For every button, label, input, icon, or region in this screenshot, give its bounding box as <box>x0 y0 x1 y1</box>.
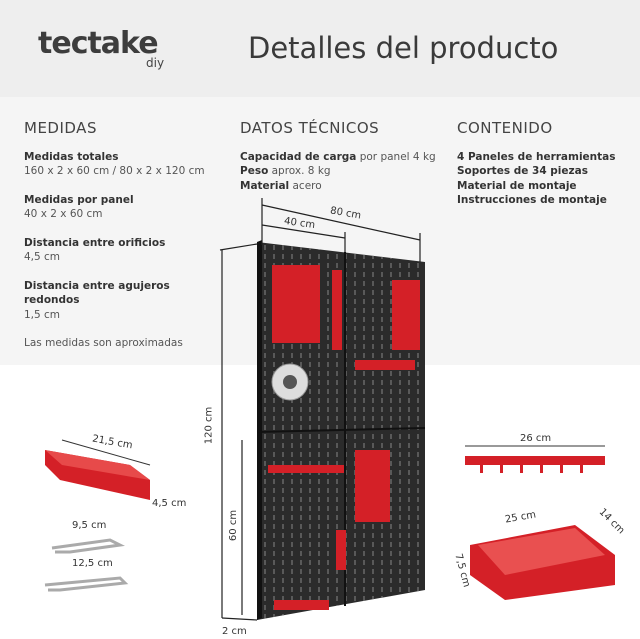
datos-section: DATOS TÉCNICOS Capacidad de carga por pa… <box>240 121 450 193</box>
list-item: Soportes de 34 piezas <box>457 165 588 177</box>
label: Medidas totales <box>24 150 119 163</box>
list-item: 4 Paneles de herramientas <box>457 150 616 163</box>
page-title: Detalles del producto <box>248 31 559 65</box>
list-item: Material de montaje <box>457 179 577 192</box>
brand-sub: diy <box>146 56 165 70</box>
dim-rail: 26 cm <box>520 433 552 444</box>
value: 1,5 cm <box>24 308 61 321</box>
medidas-heading: MEDIDAS <box>24 119 97 137</box>
label: Medidas por panel <box>24 193 134 206</box>
dim-depth: 2 cm <box>222 626 247 637</box>
medidas-section: MEDIDAS Medidas totales 160 x 2 x 60 cm /… <box>24 121 224 351</box>
value: acero <box>292 179 322 192</box>
value: aprox. 8 kg <box>271 165 331 177</box>
dim-hook1: 9,5 cm <box>72 520 107 531</box>
value: por panel 4 kg <box>359 150 436 163</box>
value: 4,5 cm <box>24 251 61 263</box>
contenido-heading: CONTENIDO <box>457 119 553 137</box>
label: Peso <box>240 165 269 177</box>
label: Capacidad de carga <box>240 150 357 163</box>
dim-socket-h: 4,5 cm <box>152 498 187 509</box>
datos-heading: DATOS TÉCNICOS <box>240 119 380 137</box>
hook <box>51 538 125 554</box>
value: 40 x 2 x 60 cm <box>24 208 103 220</box>
tools <box>268 265 420 610</box>
label: Material <box>240 179 290 192</box>
value: 160 x 2 x 60 cm / 80 x 2 x 120 cm <box>24 165 205 177</box>
hook <box>44 576 129 592</box>
dim-height-panel: 60 cm <box>228 509 240 542</box>
dim-height-total: 120 cm <box>203 406 215 445</box>
note: Las medidas son aproximadas <box>24 337 183 349</box>
label: Distancia entre agujeros redondos <box>24 279 170 307</box>
contenido-section: CONTENIDO 4 Paneles de herramientas Sopo… <box>457 121 637 208</box>
header <box>0 0 640 97</box>
brand-logo: tectake <box>38 26 159 61</box>
hook-rail <box>465 456 605 465</box>
label: Distancia entre orificios <box>24 236 166 249</box>
dim-hook2: 12,5 cm <box>72 558 113 569</box>
list-item: Instrucciones de montaje <box>457 194 607 206</box>
